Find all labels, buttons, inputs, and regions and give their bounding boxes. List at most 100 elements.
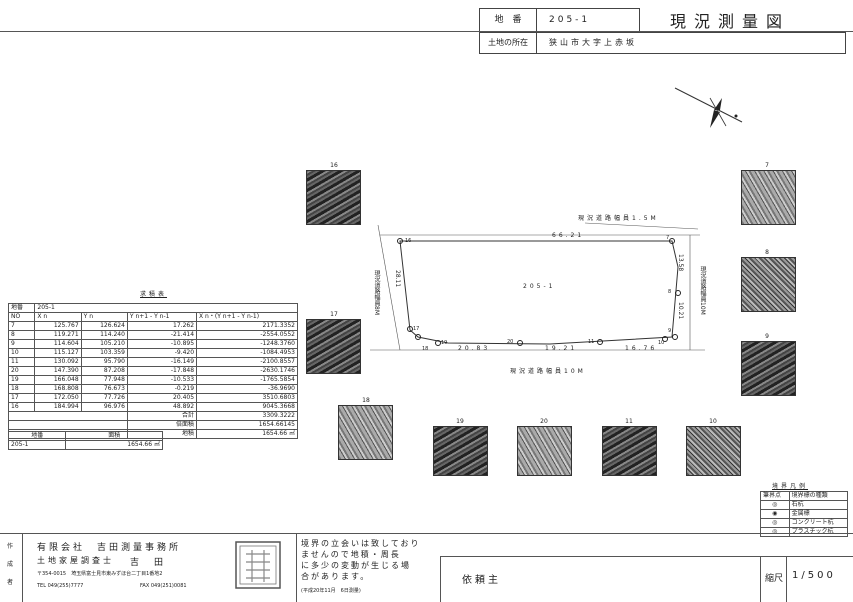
point-10-marker (662, 336, 668, 342)
dim-bottom-2: 19.21 (545, 345, 578, 352)
coord-cell: 19 (7, 375, 36, 385)
coord-header: NO (7, 312, 36, 322)
legend-row: ◎石杭 (760, 500, 849, 510)
photo-label: 20 (540, 418, 548, 425)
footer-top-line (0, 533, 853, 534)
photo-label: 16 (330, 162, 338, 169)
coord-header: X n・(Y n+1 - Y n-1) (196, 312, 298, 322)
summary-unit: ㎡ (153, 441, 160, 448)
photo-label: 19 (456, 418, 464, 425)
point-label: 11 (588, 339, 595, 345)
legend-type: コンクリート杭 (788, 518, 849, 528)
coord-cell: -10.533 (126, 375, 198, 385)
summary-col2: 面積 (65, 431, 163, 441)
point-16-marker (397, 238, 403, 244)
dim-right-upper: 13.58 (677, 254, 684, 272)
coord-cell: -16.149 (126, 357, 198, 367)
company-tel: TEL 049(255)7777 (37, 583, 84, 589)
photo-18 (338, 405, 393, 460)
point-label: 9 (668, 328, 672, 334)
scale-value: 1/500 (792, 570, 836, 581)
coord-cell: 87.208 (80, 366, 128, 376)
coord-header: Y n (80, 312, 128, 322)
legend-type: 金属標 (788, 509, 849, 519)
note-line: ませんので地積・周長 (301, 550, 401, 559)
coord-table: 地番 205-1 NO X n Y n Y n+1 - Y n-1 X n・(Y… (7, 303, 298, 439)
side-label: 成 (7, 561, 14, 568)
coord-cell: 20 (7, 366, 36, 376)
footer-side-divider (22, 533, 23, 602)
note-line: に多少の変動が生じる場 (301, 561, 411, 570)
photo-10 (686, 426, 741, 476)
coord-cell: 17.262 (126, 321, 198, 331)
coord-cell: 77.726 (80, 393, 128, 403)
point-label: 18 (422, 346, 429, 352)
dim-left: 28.11 (394, 270, 401, 288)
legend-symbol: ◎ (760, 527, 790, 537)
coord-cell: 114.604 (34, 339, 82, 349)
coord-cell: 114.240 (80, 330, 128, 340)
point-8-marker (675, 290, 681, 296)
coord-cell: 9 (7, 339, 36, 349)
surveyor-role: 土地家屋調査士 (37, 556, 114, 565)
photo-label: 18 (362, 397, 370, 404)
summary-chiban: 205-1 (7, 440, 67, 450)
surveyor-name: 吉 田 (130, 558, 167, 568)
coord-cell: 77.948 (80, 375, 128, 385)
road-bottom-label: 現況道路幅員10M (510, 368, 586, 375)
footer-scale-value-divider (786, 556, 787, 602)
coord-cell: 48.892 (126, 402, 198, 412)
photo-label: 7 (765, 162, 769, 169)
coord-cell: 125.767 (34, 321, 82, 331)
legend-title: 境界凡例 (772, 483, 809, 490)
point-label: 7 (666, 235, 670, 241)
header-location-value: 狭山市大字上赤坂 (536, 32, 846, 54)
legend-row: ◎コンクリート杭 (760, 518, 849, 528)
coord-cell: 119.271 (34, 330, 82, 340)
point-11-marker (597, 339, 603, 345)
coord-cell: 103.359 (80, 348, 128, 358)
point-7-marker (669, 238, 675, 244)
dim-right-lower: 10.21 (677, 302, 684, 320)
coord-cell: 20.405 (126, 393, 198, 403)
coord-cell: 126.624 (80, 321, 128, 331)
photo-label: 17 (330, 311, 338, 318)
coord-cell: -2100.8557 (196, 357, 298, 367)
road-top-label: 現況道路幅員1.5M (578, 215, 659, 222)
header-chiban-value: 205-1 (536, 8, 640, 32)
legend-symbol: ◎ (760, 518, 790, 528)
double-area-value: 1654.66145 (196, 420, 298, 430)
point-label: 8 (668, 289, 672, 295)
dim-bottom-1: 20.83 (458, 345, 491, 352)
coord-cell: -1084.4953 (196, 348, 298, 358)
legend-symbol: ◉ (760, 509, 790, 519)
coord-cell: 95.790 (80, 357, 128, 367)
footer-client-divider (440, 556, 441, 602)
legend-row: ◎プラスチック杭 (760, 527, 849, 537)
coord-header: X n (34, 312, 82, 322)
scale-label: 縮尺 (765, 574, 784, 584)
point-17-marker (407, 326, 413, 332)
double-area-label: 倍面積 (126, 420, 198, 430)
area-value: 1654.66 (262, 430, 288, 437)
point-label: 16 (405, 238, 412, 244)
legend-type: 石杭 (788, 500, 849, 510)
coord-cell: 184.994 (34, 402, 82, 412)
total-label: 合計 (126, 411, 198, 421)
coord-cell: -1248.3760 (196, 339, 298, 349)
legend-table: 筆界点境界標の種類 ◎石杭◉金属標◎コンクリート杭◎プラスチック杭 (760, 491, 849, 537)
point-18-marker (415, 334, 421, 340)
point-label: 19 (441, 340, 448, 346)
coord-cell: 18 (7, 384, 36, 394)
point-9-marker (672, 334, 678, 340)
photo-label: 8 (765, 249, 769, 256)
photo-label: 11 (625, 418, 633, 425)
coord-table-title: 求積表 (140, 291, 168, 298)
